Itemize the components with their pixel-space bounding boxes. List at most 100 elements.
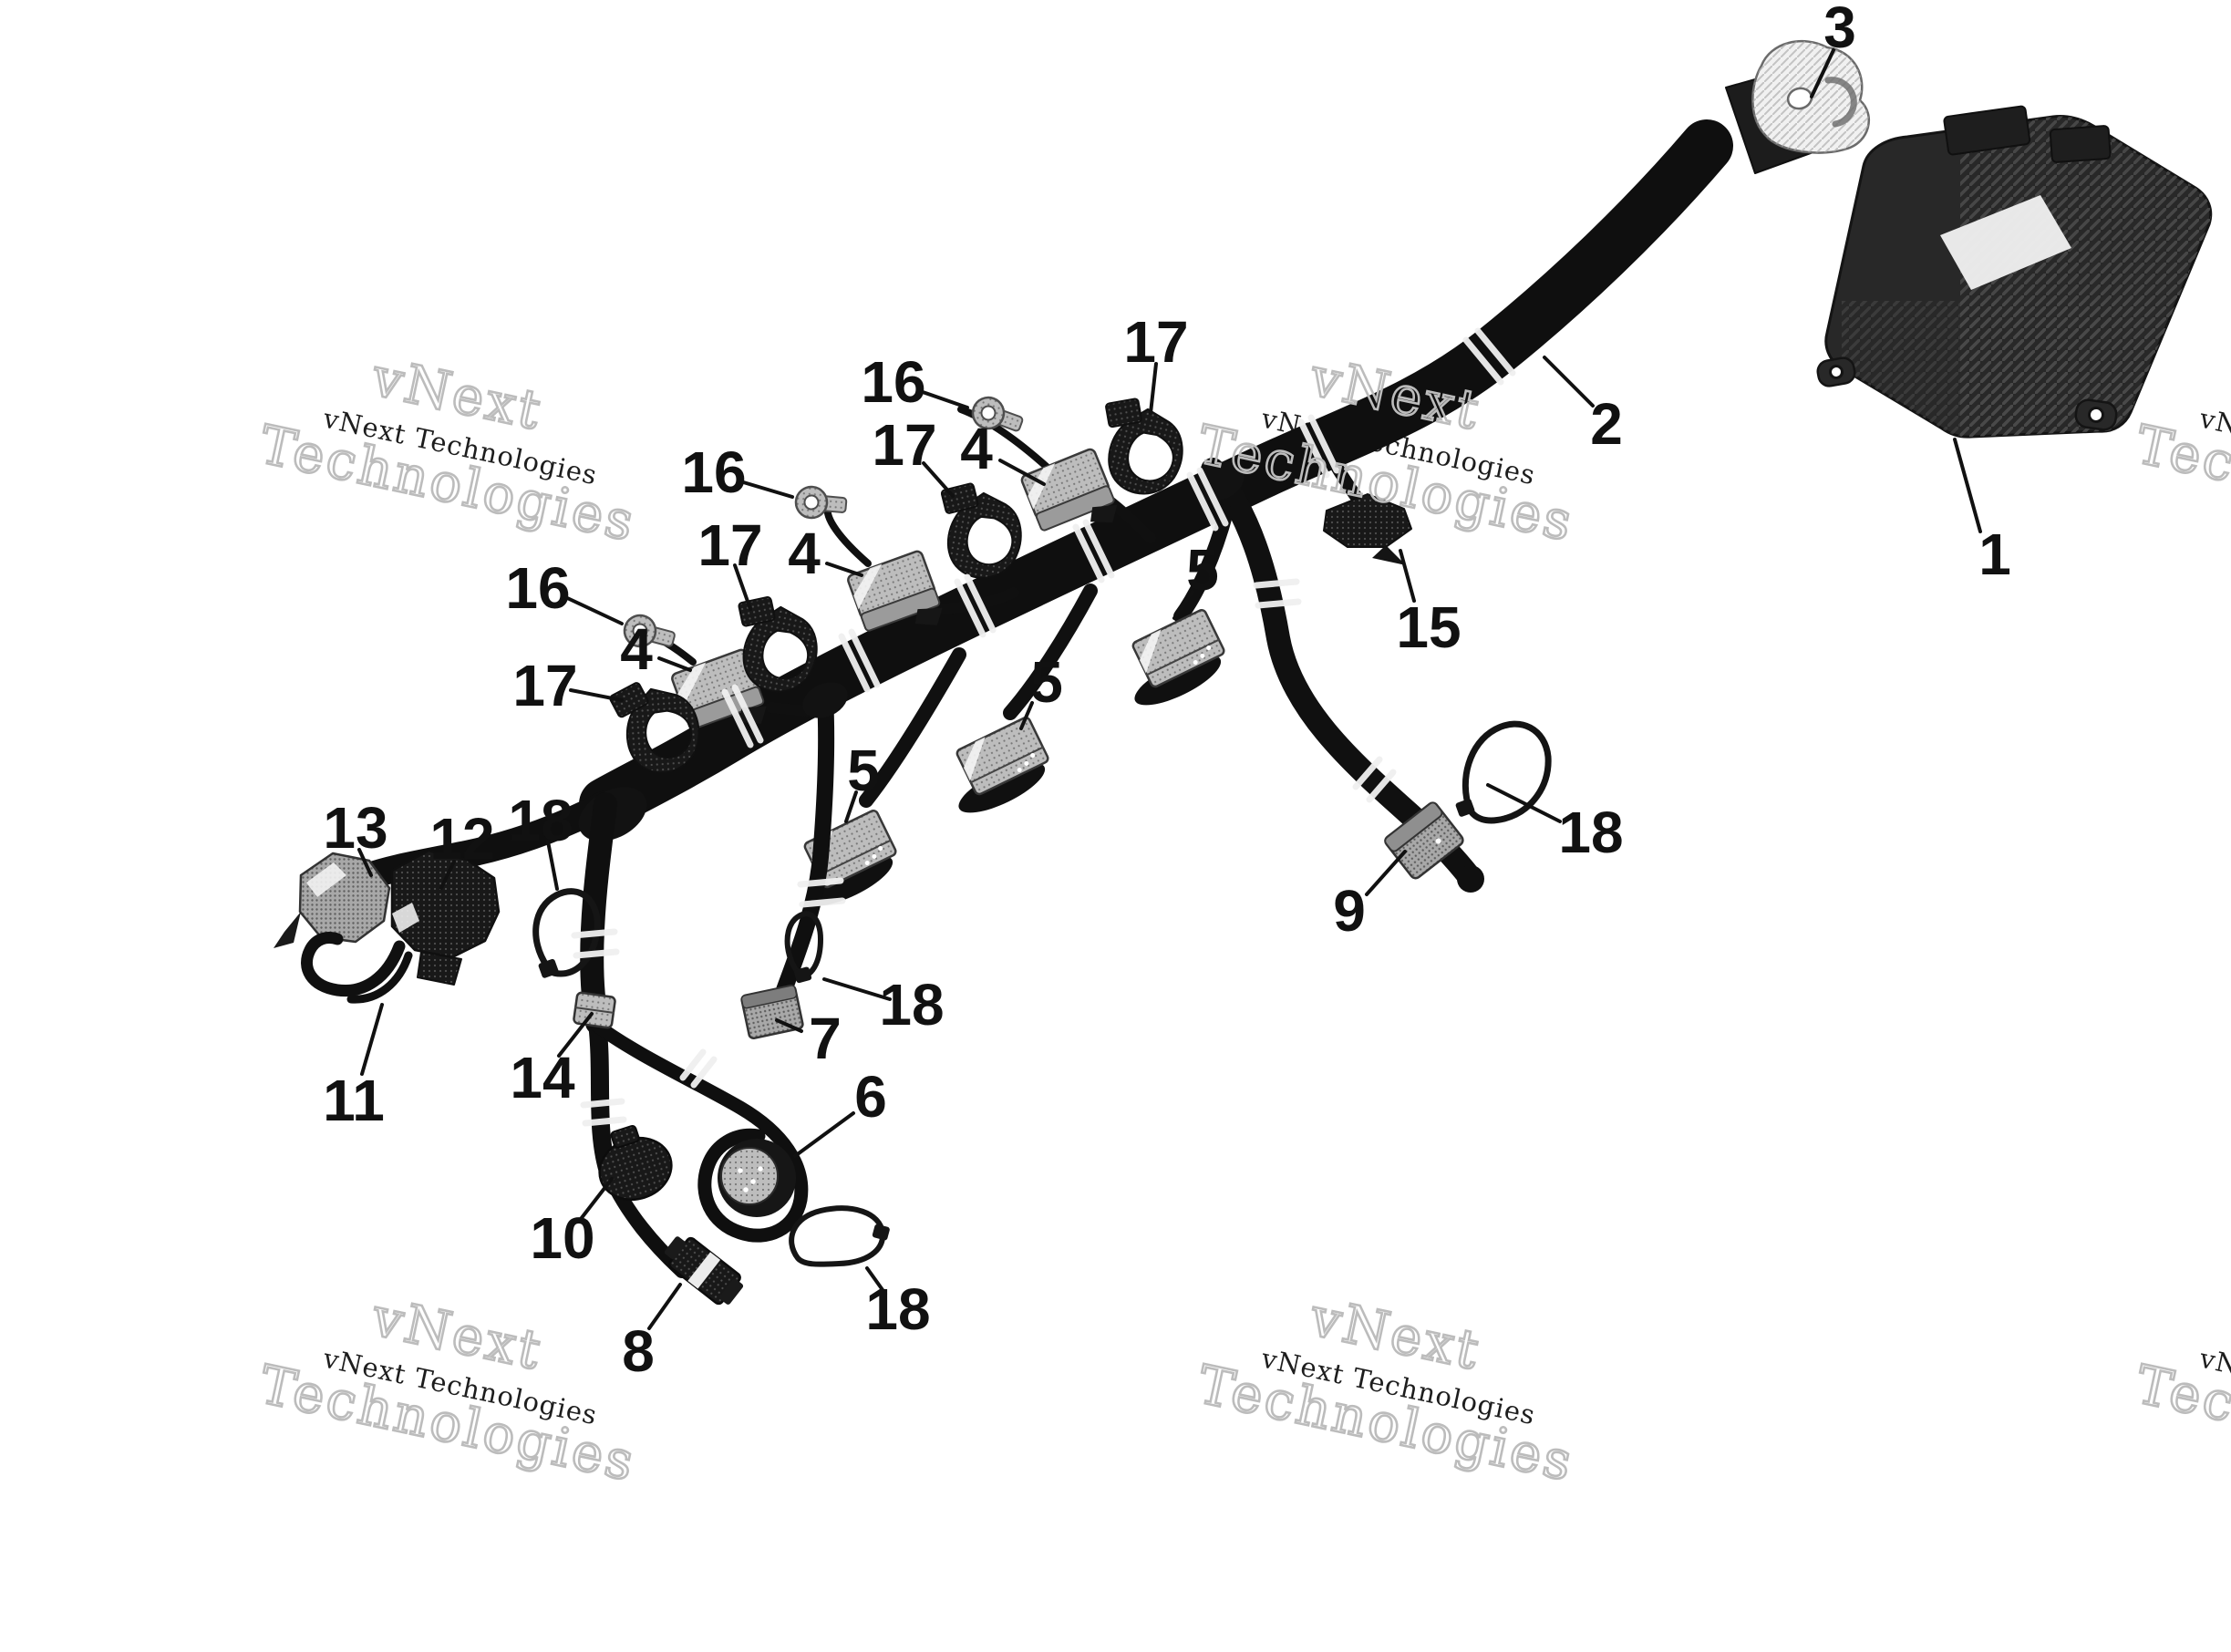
cable-tie-18-mid (784, 911, 823, 984)
leader-line-17c (733, 563, 752, 611)
round-connector-6 (718, 1139, 796, 1217)
callout-4b: 4 (788, 521, 821, 586)
engine-sensor-connector-15 (1323, 493, 1412, 565)
ecm-connector-block-right (2049, 125, 2112, 163)
relay-connector-13 (274, 852, 391, 948)
callout-12: 12 (429, 806, 494, 872)
callout-15: 15 (1396, 594, 1461, 660)
ecm-module (1816, 105, 2213, 439)
injector2-branch (1003, 583, 1098, 720)
ecm-connector-block-left (1943, 105, 2031, 156)
injector-connector-5a (1110, 607, 1235, 717)
watermark-outline-line2: Technologies (2131, 413, 2231, 553)
leader-line-17d (569, 688, 624, 702)
callout-18b: 18 (879, 972, 944, 1038)
leader-line-18b (822, 977, 892, 1001)
callout-9: 9 (1333, 878, 1366, 944)
leader-line-8 (647, 1283, 682, 1330)
leader-line-6 (793, 1111, 855, 1158)
coil2-ground-wire (823, 503, 872, 567)
callout-11: 11 (323, 1068, 385, 1133)
callout-5c: 5 (847, 738, 880, 803)
sensor-connector-7 (740, 984, 804, 1040)
injector1-branch (1173, 505, 1234, 624)
wire-clamp-14 (573, 991, 616, 1029)
callout-7: 7 (809, 1006, 842, 1071)
leader-line-16c (562, 594, 624, 625)
callout-16c: 16 (505, 555, 570, 621)
callout-2: 2 (1590, 391, 1623, 457)
pigtail-wires-11 (301, 932, 406, 997)
sensor-connector-8 (664, 1236, 744, 1306)
harness-band-marks (571, 327, 1516, 1127)
leader-line-15 (1399, 549, 1416, 603)
callout-17c: 17 (697, 512, 762, 578)
leader-line-4a (998, 459, 1046, 486)
ring-terminal-16b (793, 484, 849, 522)
callout-3: 3 (1823, 0, 1856, 60)
cable-tie-18-right (1455, 720, 1552, 824)
leader-line-14 (557, 1012, 594, 1058)
leader-line-4c (657, 656, 692, 672)
callout-17d: 17 (512, 653, 577, 718)
leader-line-7 (775, 1018, 803, 1033)
callout-18c: 18 (1558, 800, 1623, 865)
callout-16b: 16 (681, 439, 746, 505)
harness-trunk (579, 119, 1733, 831)
leader-line-16b (739, 480, 794, 499)
leader-line-18a (546, 840, 559, 891)
leader-line-18d (865, 1266, 887, 1296)
callout-10: 10 (530, 1205, 594, 1271)
callout-4c: 4 (620, 616, 653, 682)
watermark-outline-line2: Technologies (2131, 1353, 2231, 1493)
leader-line-4b (825, 562, 863, 577)
callout-5b: 5 (1030, 649, 1063, 715)
loop-branch-part6 (590, 1018, 809, 1243)
callout-18d: 18 (865, 1276, 930, 1342)
leader-line-3 (1810, 48, 1835, 98)
callout-14: 14 (510, 1045, 575, 1110)
branch-to-part7 (776, 689, 835, 998)
leader-line-1 (1953, 438, 1982, 533)
callout-16a: 16 (861, 349, 925, 415)
ecm-label-plate (1940, 195, 2071, 290)
cable-tie-18-bottom (789, 1205, 890, 1267)
leader-line-10 (579, 1177, 614, 1221)
leader-line-9 (1365, 850, 1407, 896)
ecm-mount-ear-right (2074, 398, 2118, 431)
cable-tie-18-left (532, 888, 601, 978)
leader-line-5b (1019, 701, 1034, 730)
callout-13: 13 (323, 795, 387, 861)
callout-18a: 18 (508, 788, 573, 853)
branch7-junction-boot (802, 682, 848, 718)
callout-17a: 17 (1123, 309, 1188, 375)
leader-line-12 (439, 860, 456, 890)
leader-line-13 (357, 848, 373, 877)
leader-line-18c (1486, 783, 1562, 823)
leader-line-2 (1543, 356, 1595, 408)
callout-labels: 1234445556789101112131415161616171717171… (323, 0, 2011, 1384)
pigtail-wire2-11 (346, 951, 413, 1004)
callout-6: 6 (854, 1064, 887, 1130)
relay-connector-12 (390, 849, 501, 986)
leader-line-5a (1172, 590, 1194, 620)
leader-line-17a (1149, 362, 1158, 415)
callout-17b: 17 (872, 412, 936, 478)
connector-10 (598, 1124, 673, 1201)
callout-4a: 4 (960, 416, 993, 481)
callout-1: 1 (1978, 521, 2011, 587)
branch9-end-tip (1457, 865, 1484, 893)
leader-line-16a (918, 389, 969, 409)
injector-connector-5b (935, 715, 1059, 824)
harness-artwork (274, 39, 2213, 1306)
coil1-ground-wire (957, 406, 1050, 470)
leader-line-5c (844, 790, 858, 823)
leader-lines (357, 48, 1982, 1330)
callout-8: 8 (622, 1318, 655, 1384)
leader-line-11 (360, 1003, 384, 1076)
ecm-mount-ear-left (1816, 356, 1856, 387)
